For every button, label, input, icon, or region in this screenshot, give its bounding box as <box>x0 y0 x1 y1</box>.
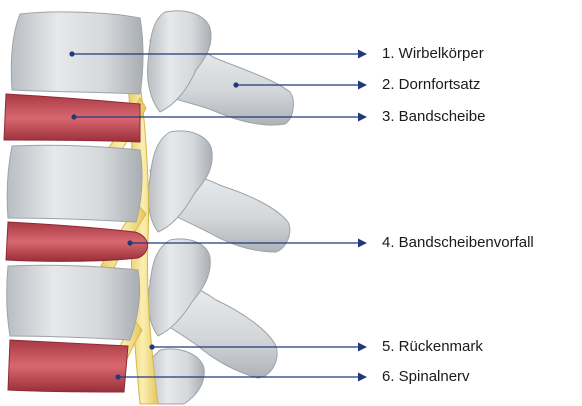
label-bandscheibe: 3. Bandscheibe <box>382 108 485 126</box>
label-wirbelkoerper: 1. Wirbelkörper <box>382 45 484 63</box>
intervertebral-discs <box>4 94 147 392</box>
label-rueckenmark: 5. Rückenmark <box>382 338 483 356</box>
vertebral-bodies <box>7 12 143 340</box>
label-spinalnerv: 6. Spinalnerv <box>382 368 470 386</box>
label-dornfortsatz: 2. Dornfortsatz <box>382 76 480 94</box>
label-bandscheibenvorfall: 4. Bandscheibenvorfall <box>382 234 534 252</box>
